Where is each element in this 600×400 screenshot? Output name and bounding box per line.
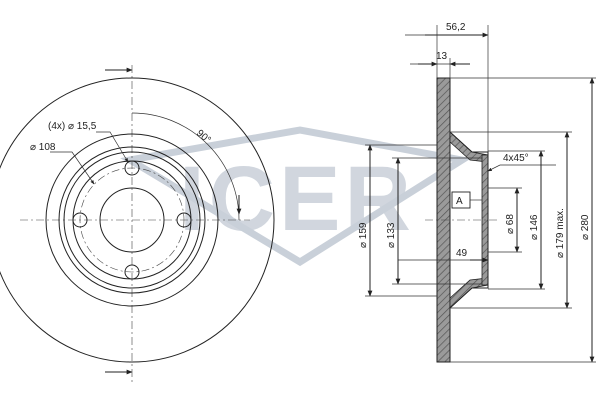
bolt-hole (124, 264, 140, 280)
pcd-label: ⌀ 108 (30, 142, 56, 153)
dia-146-label: ⌀ 146 (529, 214, 540, 240)
dim-68: ⌀ 68 (488, 187, 522, 253)
dia-179-label: ⌀ 179 max. (555, 208, 566, 258)
dim-280: ⌀ 280 (450, 77, 596, 363)
friction-ring-inner-edge (45, 133, 219, 307)
dim-179-max: ⌀ 179 max. (450, 131, 572, 309)
watermark-text: ICER (179, 148, 415, 250)
dim-146: ⌀ 146 (488, 150, 545, 290)
hat-depth-label: 49 (456, 248, 468, 259)
datum-label: A (456, 196, 463, 207)
hat-outer-edge (58, 146, 206, 294)
dia-280-label: ⌀ 280 (580, 214, 591, 240)
disc-outer-edge (0, 77, 275, 363)
dia-159-label: ⌀ 159 (358, 222, 369, 248)
dim-133: ⌀ 133 (386, 157, 482, 285)
bolt-hole (124, 160, 140, 176)
hat-inner-edge (63, 151, 201, 289)
bolt-holes (72, 160, 192, 280)
bolt-hole (176, 212, 192, 228)
pcd-circle (79, 167, 185, 273)
disc-thickness-label: 13 (436, 51, 448, 62)
overall-width-label: 56,2 (446, 22, 466, 33)
dim-159: ⌀ 159 (358, 144, 437, 297)
center-bore (99, 187, 165, 253)
bolt-holes-label: (4x) ⌀ 15,5 (48, 121, 97, 132)
watermark-logo: ICER (120, 126, 472, 267)
dia-133-label: ⌀ 133 (386, 222, 397, 248)
chamfer-label: 4x45° (503, 153, 529, 164)
dia-68-label: ⌀ 68 (505, 214, 516, 234)
bolt-hole (72, 212, 88, 228)
side-section-view: 56,2 13 4x45° A 49 ⌀ 159 ⌀ 133 (358, 22, 596, 363)
